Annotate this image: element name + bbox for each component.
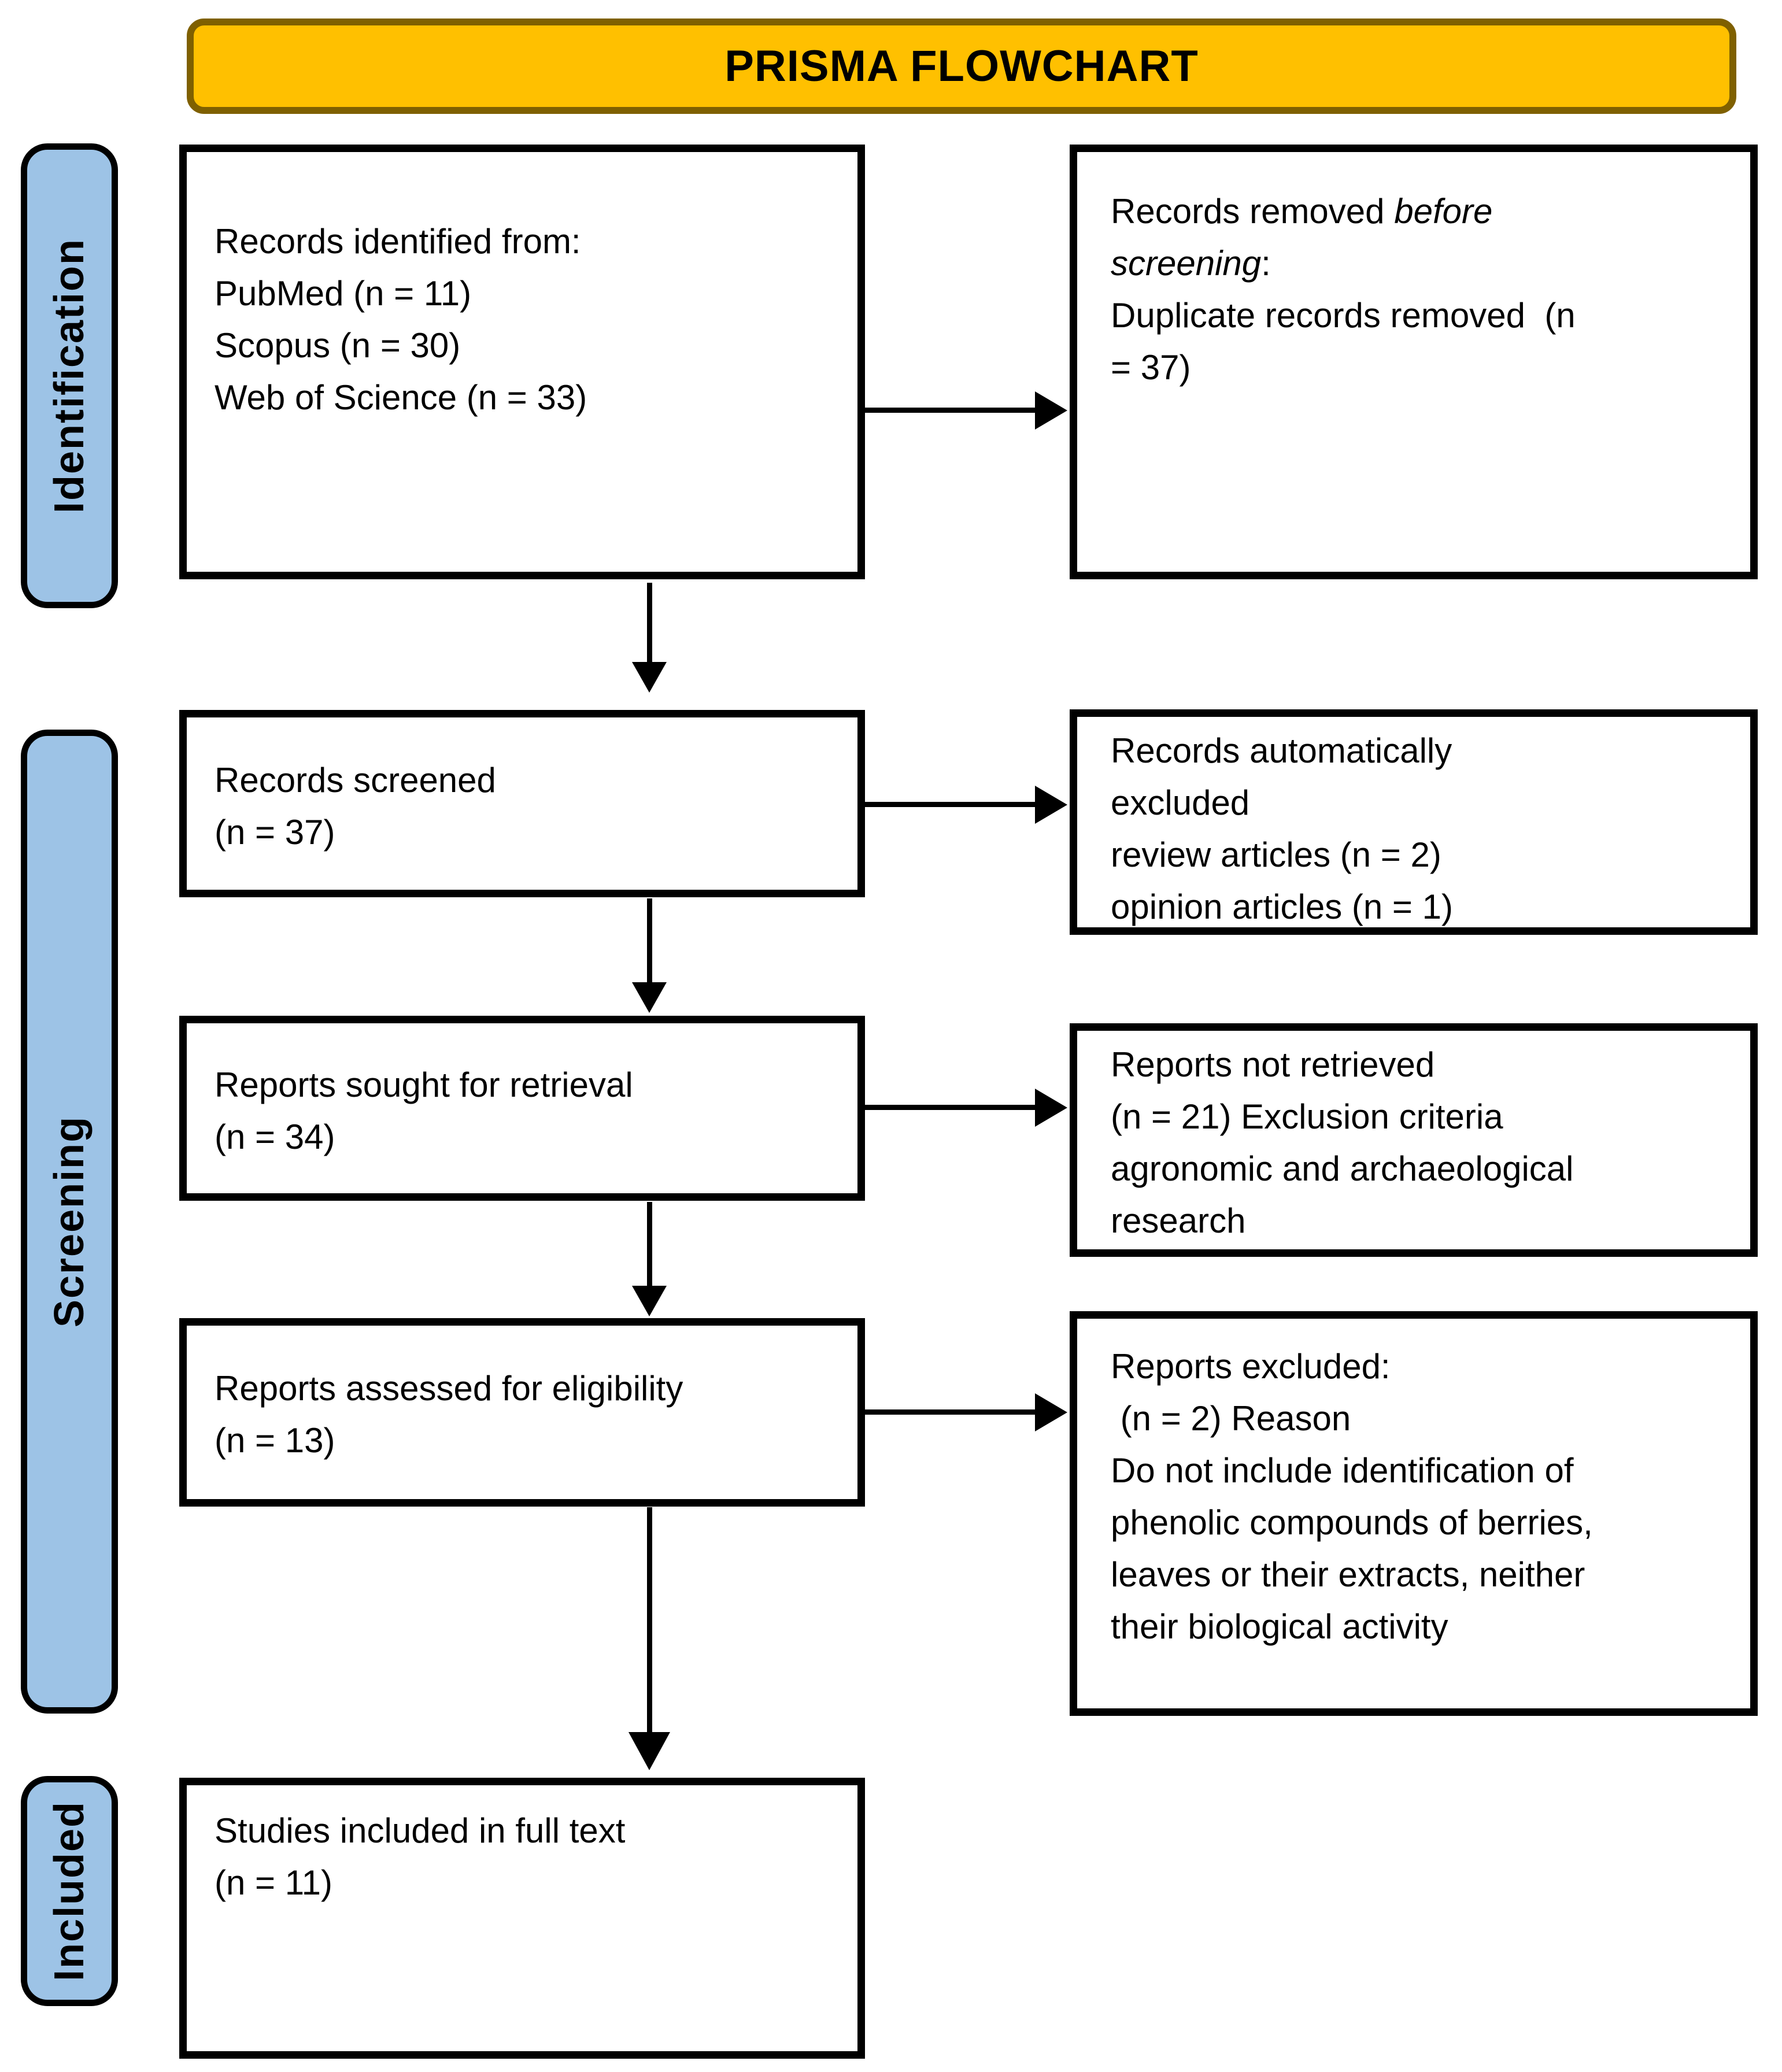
box-line: (n = 2) Reason: [1111, 1399, 1351, 1438]
box-line-text: :: [1261, 244, 1271, 283]
stage-bar-included: Included: [21, 1776, 118, 2006]
stage-label-identification: Identification: [46, 238, 93, 513]
box-line: Do not include identification of: [1111, 1451, 1574, 1490]
page-title: PRISMA FLOWCHART: [724, 42, 1199, 91]
box-line: (n = 34): [215, 1118, 335, 1156]
stage-bar-identification: Identification: [21, 143, 118, 608]
box-line: Studies included in full text: [215, 1811, 626, 1850]
box-records-screened: Records screened (n = 37): [179, 710, 865, 897]
box-line: research: [1111, 1201, 1246, 1240]
arrow-line-screened-to-auto-excluded: [865, 802, 1038, 807]
arrowhead-sought-to-assessed: [632, 1286, 667, 1316]
arrowhead-sought-to-not-retrieved: [1035, 1089, 1067, 1127]
box-studies-included-full-text: Studies included in full text (n = 11): [179, 1778, 865, 2059]
stage-label-included: Included: [46, 1800, 93, 1982]
box-line-text-italic: before: [1394, 192, 1493, 231]
box-line: Reports excluded:: [1111, 1347, 1391, 1386]
box-line: Records screened: [215, 761, 496, 800]
arrow-line-assessed-to-excluded: [865, 1409, 1038, 1415]
box-line: review articles (n = 2): [1111, 835, 1441, 874]
arrow-line-identified-to-removed: [865, 408, 1038, 413]
arrow-line-sought-to-assessed: [647, 1202, 652, 1287]
box-line: (n = 13): [215, 1421, 335, 1460]
box-reports-assessed-for-eligibility: Reports assessed for eligibility (n = 13…: [179, 1318, 865, 1507]
box-line: (n = 37): [215, 813, 335, 852]
box-line: Web of Science (n = 33): [215, 378, 587, 417]
box-reports-excluded: Reports excluded: (n = 2) Reason Do not …: [1070, 1311, 1758, 1716]
box-line: (n = 11): [215, 1863, 332, 1902]
box-line: (n = 21) Exclusion criteria: [1111, 1097, 1503, 1136]
arrow-line-screened-to-sought: [647, 898, 652, 984]
box-line: Reports sought for retrieval: [215, 1065, 633, 1104]
stage-bar-screening: Screening: [21, 730, 118, 1714]
stage-label-screening: Screening: [46, 1115, 93, 1328]
arrow-line-assessed-to-included: [647, 1507, 652, 1734]
arrow-line-identified-to-screened: [647, 583, 652, 664]
box-line-text-italic: screening: [1111, 244, 1262, 283]
box-line: Reports assessed for eligibility: [215, 1369, 683, 1408]
box-line: Duplicate records removed (n: [1111, 296, 1576, 335]
box-line: Records identified from:: [215, 222, 581, 261]
box-line: their biological activity: [1111, 1607, 1448, 1646]
box-line-text: Records removed: [1111, 192, 1395, 231]
arrowhead-identified-to-removed: [1035, 391, 1067, 430]
arrowhead-screened-to-auto-excluded: [1035, 786, 1067, 824]
title-banner: PRISMA FLOWCHART: [187, 18, 1736, 114]
box-line: Reports not retrieved: [1111, 1045, 1435, 1084]
box-reports-not-retrieved: Reports not retrieved (n = 21) Exclusion…: [1070, 1023, 1758, 1257]
arrowhead-screened-to-sought: [632, 982, 667, 1013]
box-reports-sought-for-retrieval: Reports sought for retrieval (n = 34): [179, 1016, 865, 1201]
box-line: screening:: [1111, 238, 1733, 290]
box-line: Records removed before: [1111, 186, 1733, 238]
arrow-line-sought-to-not-retrieved: [865, 1105, 1038, 1110]
box-line: opinion articles (n = 1): [1111, 887, 1453, 926]
arrowhead-assessed-to-included: [628, 1732, 670, 1770]
box-line: excluded: [1111, 783, 1250, 822]
box-line: phenolic compounds of berries,: [1111, 1503, 1593, 1542]
box-line: PubMed (n = 11): [215, 274, 472, 313]
box-line: agronomic and archaeological: [1111, 1149, 1574, 1188]
box-line: Records automatically: [1111, 731, 1452, 770]
box-records-automatically-excluded: Records automatically excluded review ar…: [1070, 709, 1758, 935]
box-line: Scopus (n = 30): [215, 326, 461, 365]
box-line: leaves or their extracts, neither: [1111, 1555, 1585, 1594]
arrowhead-assessed-to-excluded: [1035, 1393, 1067, 1431]
box-records-identified: Records identified from: PubMed (n = 11)…: [179, 145, 865, 579]
box-records-removed-before-screening: Records removed before screening: Duplic…: [1070, 145, 1758, 579]
arrowhead-identified-to-screened: [632, 662, 667, 693]
box-line: = 37): [1111, 348, 1191, 387]
